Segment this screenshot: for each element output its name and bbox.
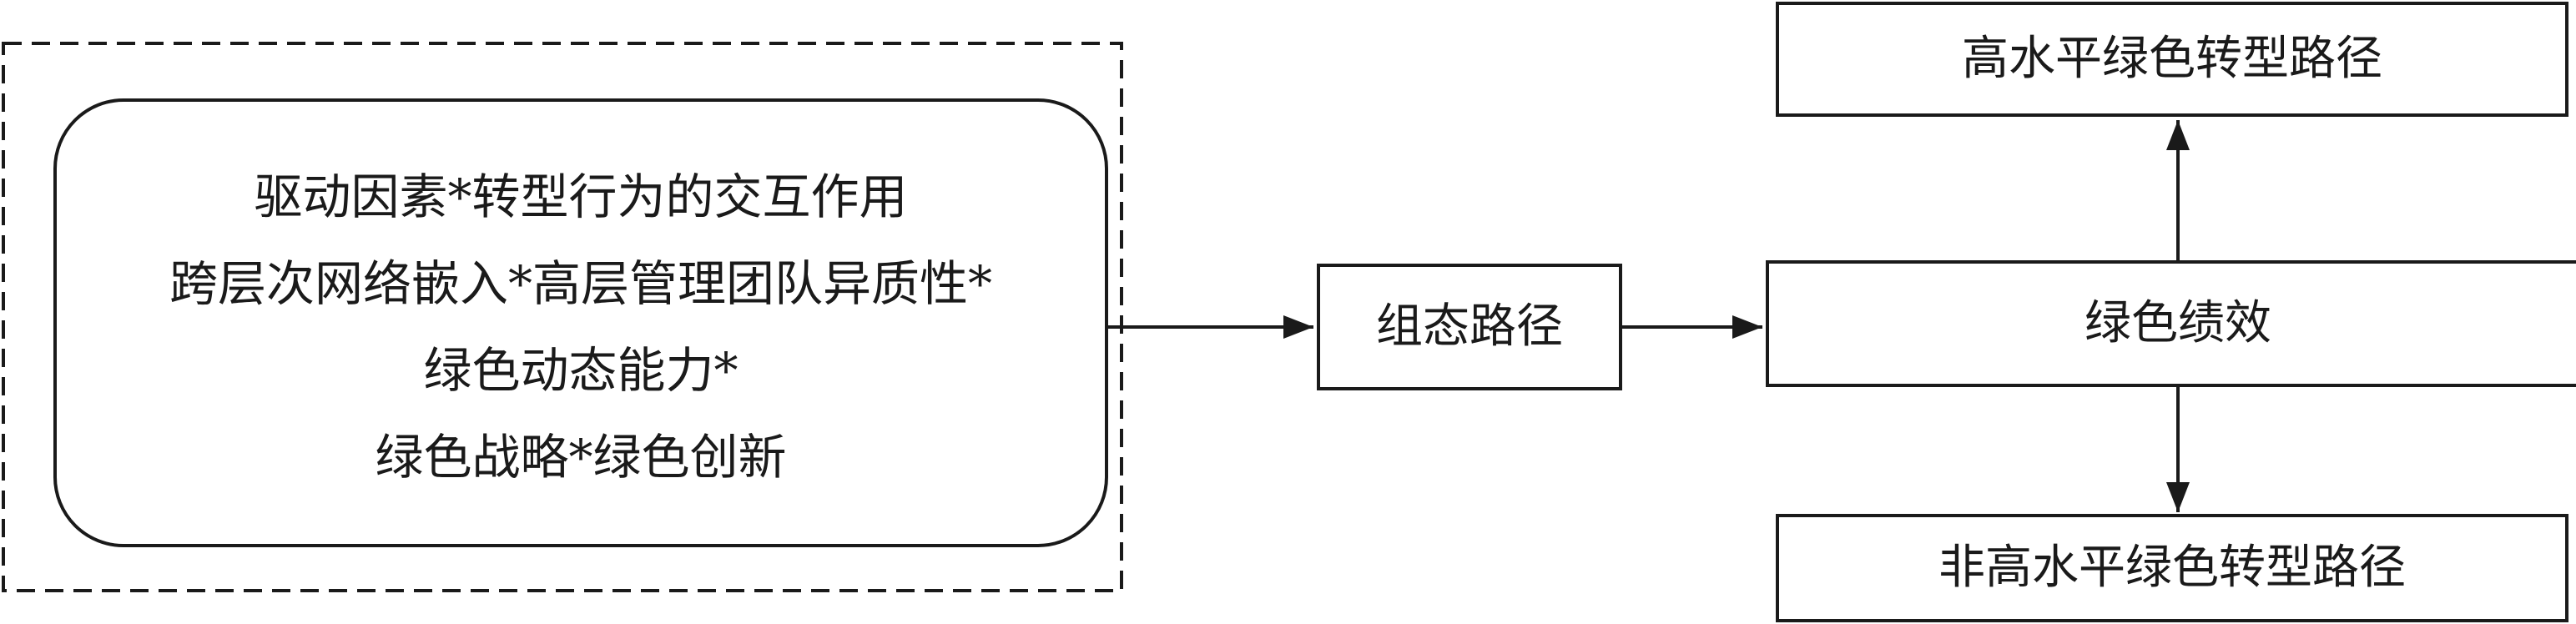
factors-text-block: 驱动因素*转型行为的交互作用 跨层次网络嵌入*高层管理团队异质性* 绿色动态能力… — [55, 100, 1107, 546]
factors-dashed-frame — [2, 42, 1123, 592]
factors-rounded-box — [53, 98, 1108, 547]
high-level-path-box: 高水平绿色转型路径 — [1776, 2, 2568, 117]
config-path-box: 组态路径 — [1317, 264, 1622, 390]
factor-line-dynamic-capability: 绿色动态能力* — [423, 342, 739, 399]
green-performance-box: 绿色绩效 — [1766, 260, 2576, 387]
config-path-label: 组态路径 — [1376, 299, 1563, 354]
non-high-level-path-label: 非高水平绿色转型路径 — [1938, 541, 2406, 595]
factor-line-interaction: 驱动因素*转型行为的交互作用 — [254, 169, 908, 225]
factor-line-network-tmt: 跨层次网络嵌入*高层管理团队异质性* — [169, 255, 992, 312]
green-performance-label: 绿色绩效 — [2084, 296, 2271, 350]
non-high-level-path-box: 非高水平绿色转型路径 — [1776, 514, 2568, 622]
high-level-path-label: 高水平绿色转型路径 — [1962, 32, 2382, 86]
factor-line-strategy-innovation: 绿色战略*绿色创新 — [375, 429, 787, 486]
